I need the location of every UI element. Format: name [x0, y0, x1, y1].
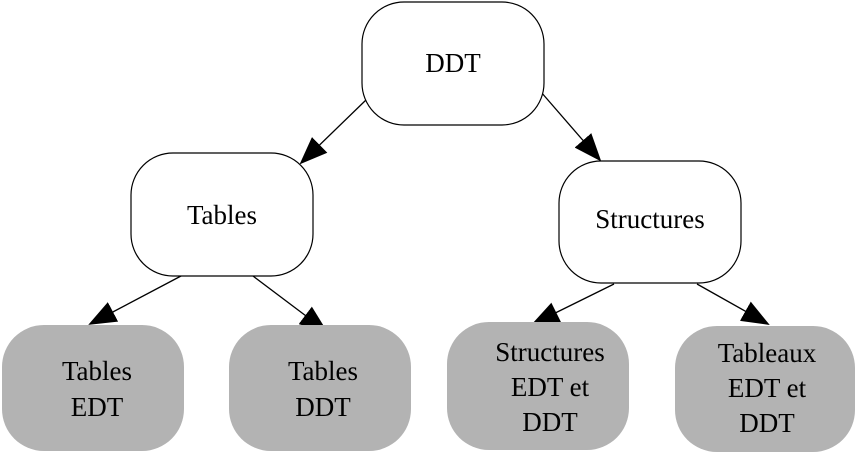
node-structures-line: Structures — [595, 204, 704, 234]
node-tables-ddt-line: DDT — [295, 392, 351, 422]
node-structures: Structures — [558, 160, 742, 284]
edge-tables-to-tables-ddt — [252, 275, 328, 333]
node-structures-label: Structures — [595, 204, 704, 234]
node-structures-edt-ddt-line: Structures — [495, 337, 604, 367]
node-tables-edt-box — [2, 325, 184, 451]
node-tables-edt-line: Tables — [62, 356, 132, 386]
node-tableaux-edt-ddt-line: DDT — [739, 408, 795, 438]
edge-structures-to-structures-edt-ddt — [531, 283, 615, 325]
edge-ddt-to-structures — [540, 91, 602, 162]
node-ddt-label: DDT — [425, 48, 481, 78]
node-tables: Tables — [130, 152, 314, 277]
node-structures-edt-ddt-box — [447, 322, 629, 450]
edge-ddt-to-tables — [299, 98, 368, 165]
node-tableaux-edt-ddt-line: EDT et — [728, 373, 807, 403]
edge-structures-to-tableaux-edt-ddt — [696, 283, 770, 325]
node-structures-edt-ddt-line: EDT et — [511, 372, 590, 402]
node-structures-box — [558, 160, 742, 284]
edge-tables-to-tables-edt — [88, 275, 182, 325]
node-tables-edt-line: EDT — [71, 392, 124, 422]
node-ddt-box — [361, 1, 545, 126]
node-tables-ddt-line: Tables — [288, 356, 358, 386]
node-structures-edt-ddt-line: DDT — [522, 407, 578, 437]
node-ddt-line: DDT — [425, 48, 481, 78]
node-tables-label: Tables — [187, 200, 257, 230]
node-tableaux-edt-ddt-line: Tableaux — [718, 338, 817, 368]
node-tables-line: Tables — [187, 200, 257, 230]
node-tableaux-edt-ddt-box — [675, 326, 855, 452]
node-tables-ddt-box — [229, 325, 411, 451]
node-tables-box — [130, 152, 314, 277]
node-ddt: DDT — [361, 1, 545, 126]
edges-layer — [88, 91, 770, 333]
